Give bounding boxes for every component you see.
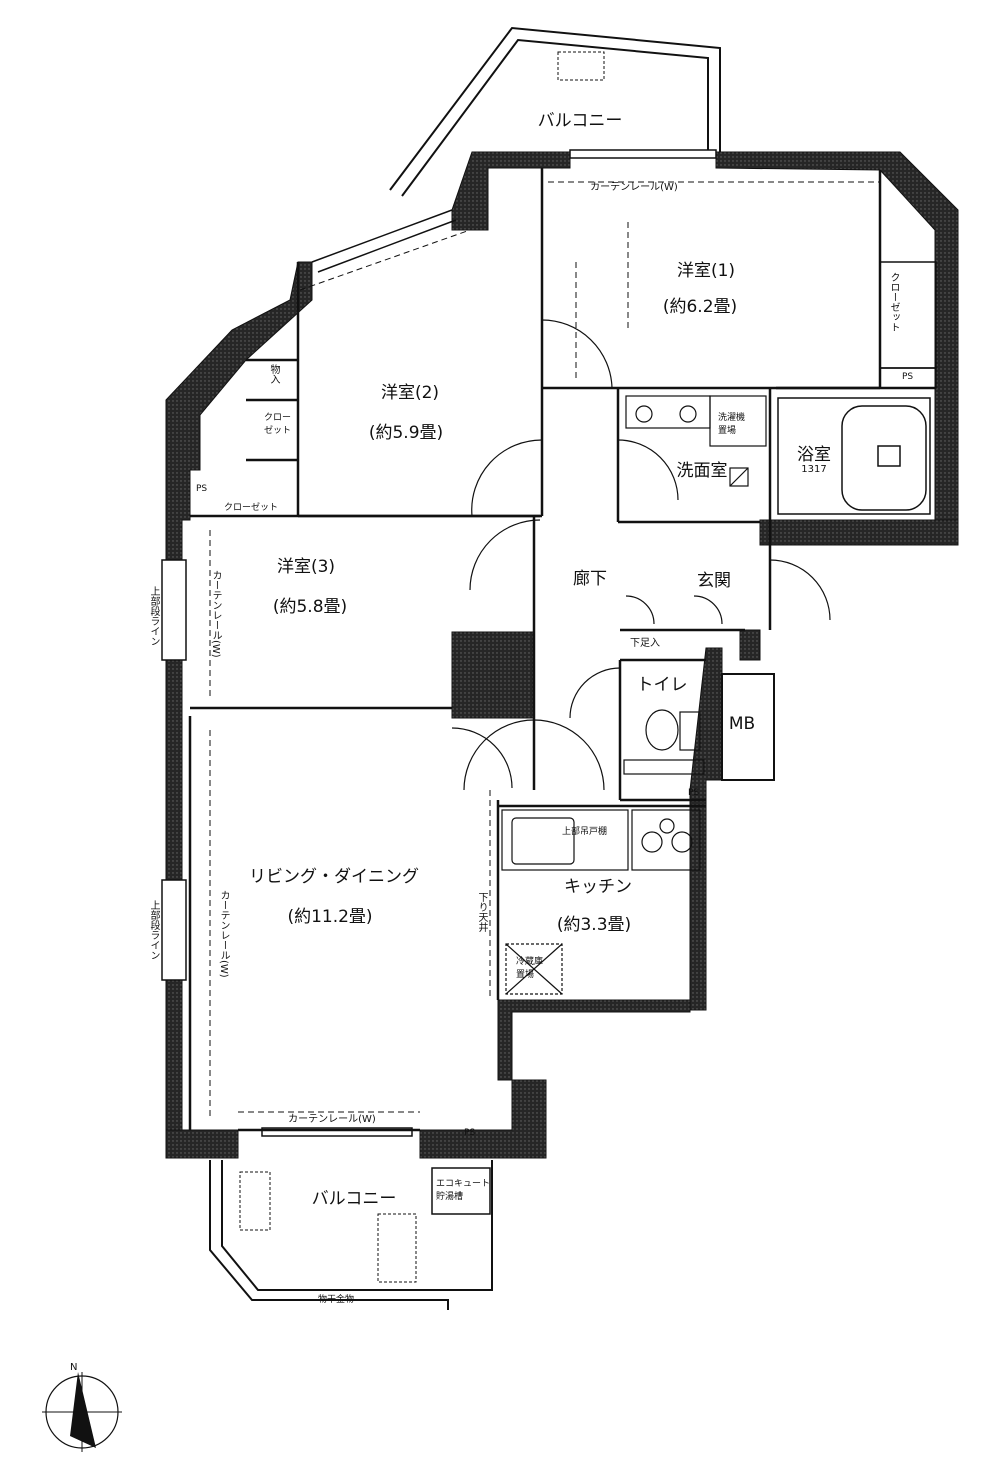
western3-label: 洋室(3)	[276, 557, 336, 577]
curtain-rail-room3-label: カーテンレール(W)	[210, 570, 221, 658]
upper-sash-ldk-label: 上部段ライン	[148, 900, 159, 960]
bathtub	[777, 397, 931, 515]
door-swings	[451, 319, 831, 791]
toilet-fixture	[623, 709, 705, 775]
western2-label: 洋室(2)	[380, 383, 440, 403]
ps-left-label: PS	[196, 484, 208, 494]
curtain-rail-ldk-bottom-label: カーテンレール(W)	[288, 1114, 376, 1125]
curtain-rail-top-label: カーテンレール(W)	[590, 182, 678, 193]
drying-hardware-label: 物干金物	[318, 1295, 355, 1305]
lowered-ceiling-label: 下り天井	[476, 892, 487, 932]
windows	[161, 149, 717, 1137]
kitchen-label: キッチン	[564, 877, 632, 897]
balcony-bottom-outline	[209, 1160, 493, 1310]
compass-n-label: N	[70, 1362, 78, 1373]
mb-label: MB	[728, 714, 756, 734]
storage-label: 物入	[268, 364, 279, 384]
western1-label: 洋室(1)	[676, 261, 736, 281]
upper-cabinet-label: 上部吊戸棚	[562, 827, 608, 837]
balcony-bottom-label: バルコニー	[311, 1189, 397, 1209]
outer-walls	[165, 151, 959, 1159]
evacuation-hatch-top	[557, 51, 605, 81]
closet-room3-label: クローゼット	[224, 503, 279, 513]
washer-label: 洗濯機 置場	[718, 413, 746, 436]
dashed-lines	[209, 181, 880, 1120]
closet-right	[879, 261, 937, 389]
interior-walls	[188, 168, 935, 1132]
washroom-label: 洗面室	[676, 461, 728, 481]
ldk-area: (約11.2畳)	[287, 907, 373, 927]
ecocute-label: エコキュート 貯湯槽	[436, 1179, 491, 1202]
closet-right-label: クローゼット	[888, 272, 899, 332]
ps-right-label: PS	[902, 372, 914, 382]
western1-area: (約6.2畳)	[662, 297, 738, 317]
western2-area: (約5.9畳)	[368, 423, 444, 443]
compass-icon	[42, 1372, 122, 1452]
hall-label: 廊下	[573, 569, 607, 589]
ldk-label: リビング・ダイニング	[249, 867, 419, 887]
western3-area: (約5.8畳)	[272, 597, 348, 617]
kitchen-fixtures	[501, 809, 701, 995]
bath-size-label: 1317	[801, 464, 827, 475]
fridge-label: 冷蔵庫 置場	[516, 957, 544, 980]
balcony-top-outline	[389, 26, 721, 197]
upper-sash-room3-label: 上部段ライン	[148, 586, 159, 646]
ps-bottom-label: PS	[464, 1128, 476, 1138]
curtain-rail-ldk-label: カーテンレール(W)	[218, 890, 229, 978]
mb-box	[721, 673, 775, 781]
washroom-fixtures	[625, 395, 767, 487]
toilet-label: トイレ	[636, 675, 688, 695]
shoe-box-label: 下足入	[630, 638, 660, 649]
closet-small-label: クロー ゼット	[264, 413, 292, 436]
bath-label: 浴室	[797, 445, 831, 465]
balcony-top-label: バルコニー	[537, 111, 623, 131]
entrance-label: 玄関	[697, 571, 731, 591]
kitchen-area: (約3.3畳)	[556, 915, 632, 935]
ps-toilet-label: PS	[688, 788, 700, 798]
